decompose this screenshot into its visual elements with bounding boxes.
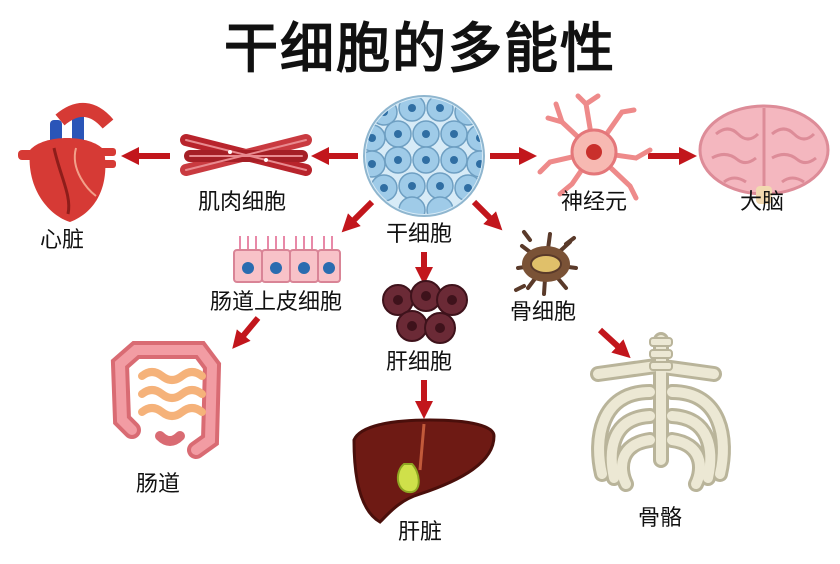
label-liver-cell: 肝细胞 bbox=[386, 350, 453, 375]
skeleton-image bbox=[590, 332, 731, 492]
arrow-stem-to-intestinal-cell bbox=[341, 199, 375, 233]
label-skeleton: 骨骼 bbox=[638, 506, 683, 531]
liver-cell-image bbox=[382, 280, 468, 344]
label-intestine: 肠道 bbox=[136, 472, 181, 497]
brain-image bbox=[698, 104, 830, 204]
muscle-cell-image bbox=[180, 134, 312, 176]
heart-image bbox=[18, 103, 116, 222]
label-stem-cell: 干细胞 bbox=[386, 222, 453, 247]
label-bone-cell: 骨细胞 bbox=[510, 300, 577, 325]
label-muscle-cell: 肌肉细胞 bbox=[198, 190, 287, 215]
bone-cell-image bbox=[514, 230, 578, 296]
label-heart: 心脏 bbox=[40, 228, 85, 253]
intestinal-epithelial-cell-image bbox=[233, 236, 341, 283]
arrow-bone-cell-to-skeleton bbox=[597, 327, 631, 359]
intestine-image bbox=[110, 341, 222, 459]
arrows bbox=[121, 147, 697, 419]
label-neuron: 神经元 bbox=[561, 190, 628, 215]
page-title: 干细胞的多能性 bbox=[224, 17, 616, 80]
liver-image bbox=[352, 418, 496, 524]
label-liver: 肝脏 bbox=[398, 520, 443, 545]
label-brain: 大脑 bbox=[740, 190, 785, 215]
neuron-image bbox=[537, 93, 653, 201]
arrow-stem-to-bone-cell bbox=[471, 199, 503, 231]
label-intestinal-epithelial-cell: 肠道上皮细胞 bbox=[210, 290, 343, 315]
arrow-intestinal-cell-to-intestine bbox=[232, 316, 261, 349]
